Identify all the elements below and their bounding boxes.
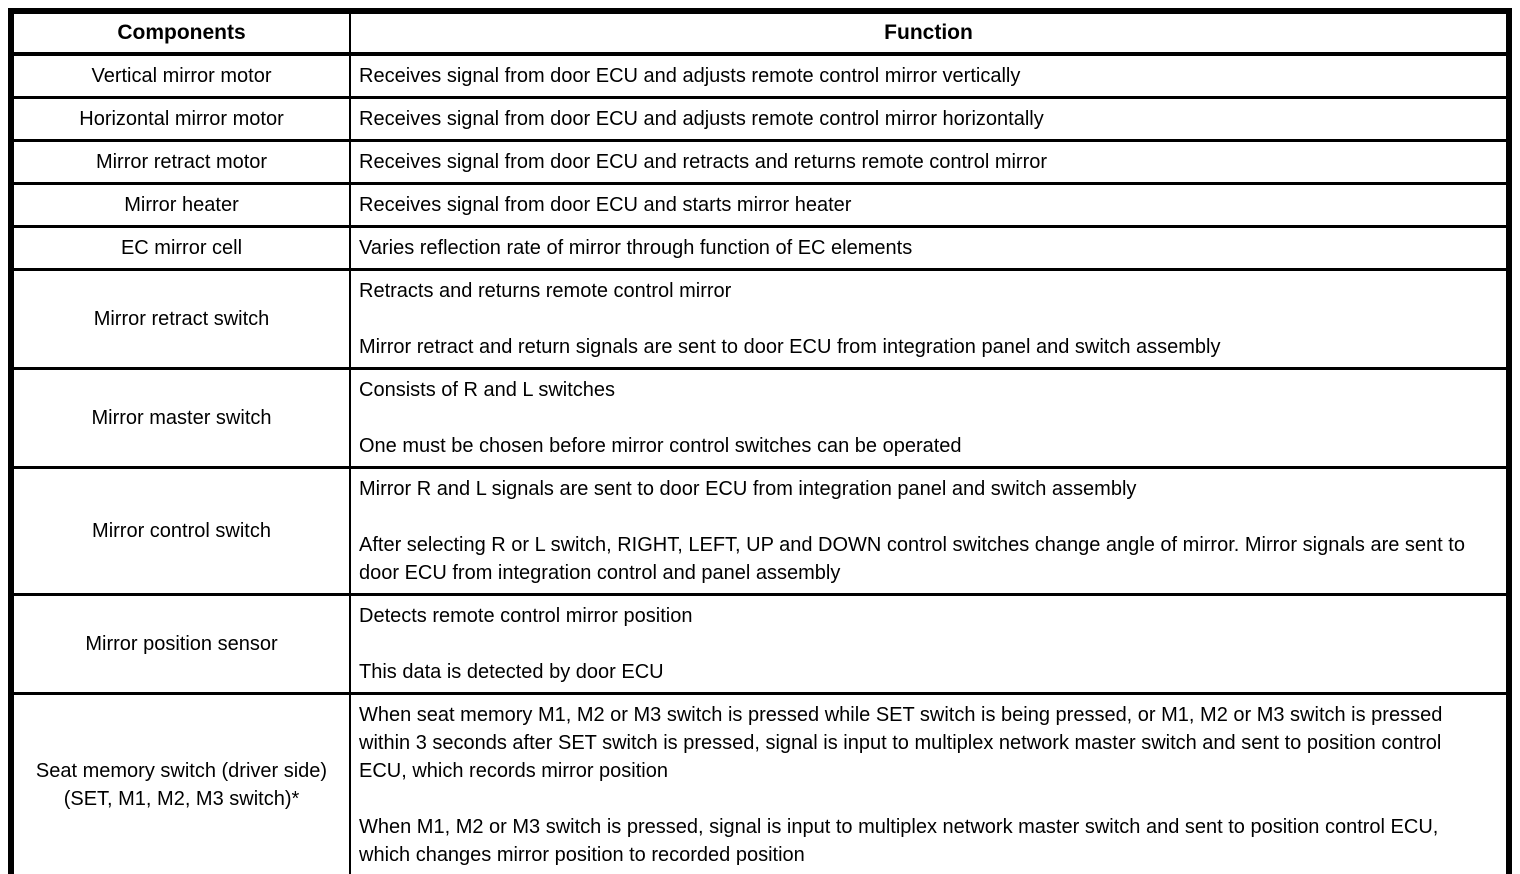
function-cell: Receives signal from door ECU and adjust… [349, 96, 1510, 142]
table-header: Components Function [10, 9, 1510, 56]
table-row: Horizontal mirror motor Receives signal f… [10, 96, 1510, 142]
function-paragraph: After selecting R or L switch, RIGHT, LE… [359, 534, 1465, 584]
function-paragraph: Mirror retract and return signals are se… [359, 336, 1221, 358]
components-column-header: Components [10, 9, 351, 56]
component-cell: Mirror retract motor [10, 139, 351, 185]
table-row: Mirror retract switch Retracts and return… [10, 268, 1510, 370]
function-cell: Retracts and returns remote control mirr… [349, 268, 1510, 370]
function-paragraph: Varies reflection rate of mirror through… [359, 237, 913, 259]
table-row: Seat memory switch (driver side) (SET, M… [10, 692, 1510, 874]
header-row: Components Function [10, 9, 1510, 56]
function-cell: When seat memory M1, M2 or M3 switch is … [349, 692, 1510, 874]
function-paragraph: Receives signal from door ECU and retrac… [359, 151, 1048, 173]
function-paragraph: When M1, M2 or M3 switch is pressed, sig… [359, 816, 1439, 866]
component-cell: Mirror position sensor [10, 593, 351, 695]
function-cell: Receives signal from door ECU and retrac… [349, 139, 1510, 185]
function-cell: Varies reflection rate of mirror through… [349, 225, 1510, 271]
table-row: Mirror control switch Mirror R and L sign… [10, 466, 1510, 596]
components-function-table: Components Function Vertical mirror moto… [8, 8, 1512, 874]
function-paragraph: Mirror R and L signals are sent to door … [359, 478, 1137, 500]
function-paragraph: Retracts and returns remote control mirr… [359, 280, 732, 302]
table-row: Mirror retract motor Receives signal from… [10, 139, 1510, 185]
function-paragraph: One must be chosen before mirror control… [359, 435, 962, 457]
table-row: EC mirror cell Varies reflection rate of … [10, 225, 1510, 271]
function-column-header: Function [349, 9, 1510, 56]
component-cell: EC mirror cell [10, 225, 351, 271]
component-cell: Mirror master switch [10, 367, 351, 469]
function-paragraph: Consists of R and L switches [359, 379, 616, 401]
function-cell: Receives signal from door ECU and adjust… [349, 52, 1510, 99]
component-cell: Horizontal mirror motor [10, 96, 351, 142]
component-cell: Seat memory switch (driver side) (SET, M… [10, 692, 351, 874]
table-row: Vertical mirror motor Receives signal fro… [10, 52, 1510, 99]
component-cell: Vertical mirror motor [10, 52, 351, 99]
function-paragraph: Detects remote control mirror position [359, 605, 693, 627]
component-cell: Mirror control switch [10, 466, 351, 596]
function-paragraph: This data is detected by door ECU [359, 661, 664, 683]
function-paragraph: When seat memory M1, M2 or M3 switch is … [359, 704, 1443, 782]
table-row: Mirror heater Receives signal from door E… [10, 182, 1510, 228]
function-cell: Mirror R and L signals are sent to door … [349, 466, 1510, 596]
function-paragraph: Receives signal from door ECU and adjust… [359, 108, 1044, 130]
component-cell: Mirror heater [10, 182, 351, 228]
component-cell: Mirror retract switch [10, 268, 351, 370]
function-cell: Receives signal from door ECU and starts… [349, 182, 1510, 228]
function-paragraph: Receives signal from door ECU and adjust… [359, 65, 1021, 87]
function-paragraph: Receives signal from door ECU and starts… [359, 194, 852, 216]
